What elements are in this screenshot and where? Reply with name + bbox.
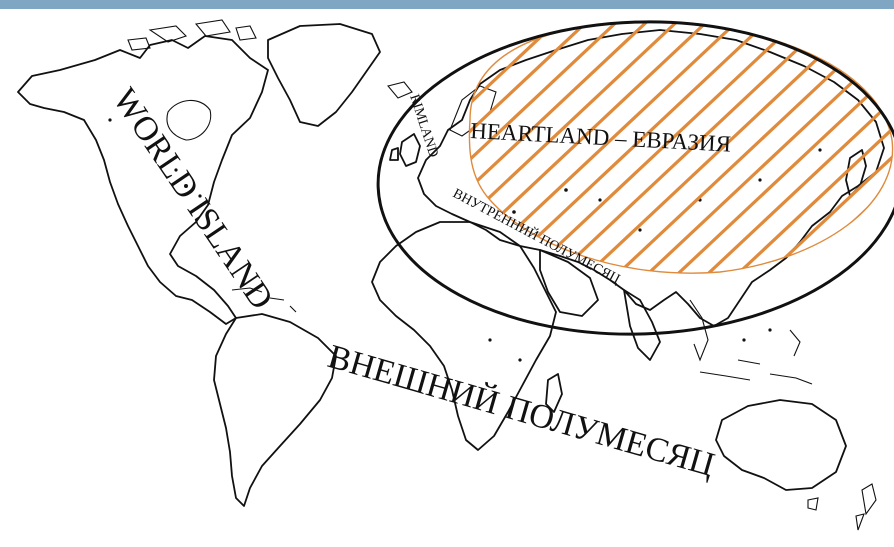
- tasmania: [807, 497, 819, 511]
- rimland-label: RIMLAND: [406, 93, 440, 160]
- hatch-line: [469, 21, 582, 274]
- hatch-line: [469, 21, 702, 274]
- south-america-outline: [213, 313, 337, 507]
- hatch-line: [469, 21, 672, 274]
- british-isles: [389, 133, 421, 167]
- hudson-bay: [166, 99, 212, 141]
- hatch-line: [140, 0, 460, 300]
- heartland-hatching: [140, 0, 893, 300]
- hatch-line: [798, 21, 893, 274]
- greenland: [267, 23, 381, 127]
- hatch-line: [738, 21, 893, 274]
- indonesia: [699, 329, 813, 385]
- arctic-islands: [127, 19, 257, 51]
- top-bar: [0, 0, 894, 9]
- africa-outline: [371, 221, 557, 451]
- north-america-outline: [17, 35, 269, 325]
- hatch-line: [469, 21, 732, 274]
- caribbean: [231, 287, 297, 313]
- iceland: [387, 81, 413, 99]
- world-island-label: WORLD ISLAND: [105, 82, 280, 316]
- hatch-line: [648, 21, 893, 274]
- india: [623, 289, 661, 361]
- madagascar: [545, 373, 563, 413]
- inner-crescent-ellipse: [376, 20, 894, 336]
- hatch-line: [678, 21, 893, 274]
- scandinavia: [449, 85, 497, 137]
- hatch-line: [469, 21, 552, 274]
- hatch-line: [469, 21, 612, 274]
- hatch-line: [858, 21, 893, 274]
- arabia: [539, 249, 599, 317]
- southeast-asia: [689, 299, 709, 362]
- hatch-line: [469, 21, 642, 274]
- hatch-line: [708, 21, 893, 274]
- new-zealand: [855, 483, 877, 531]
- australia-outline: [715, 399, 847, 491]
